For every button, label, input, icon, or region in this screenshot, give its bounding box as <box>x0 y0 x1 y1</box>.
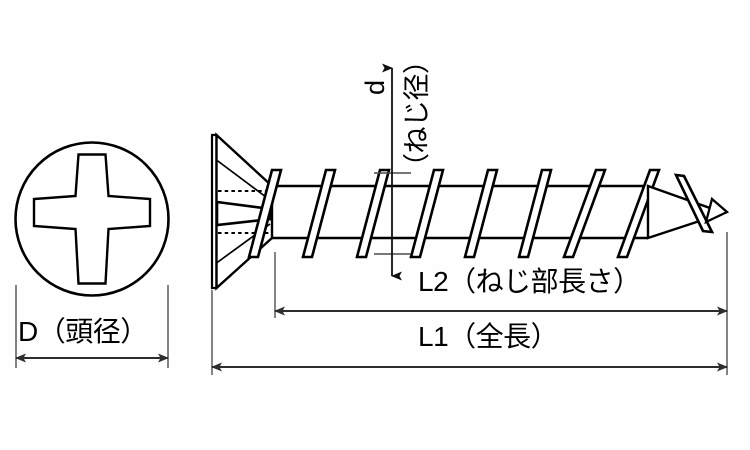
thread-crest <box>247 168 283 259</box>
point-thread-crest <box>673 173 715 234</box>
dimension-label-total-length: L1（全長） <box>418 321 559 352</box>
gimlet-tip <box>704 196 730 225</box>
thread-crest <box>409 168 445 259</box>
dimension-label-thread-length: L2（ねじ部長さ） <box>418 266 641 297</box>
dimension-label-thread-diameter-symbol: d <box>360 79 390 95</box>
dimension-total-length <box>211 290 728 375</box>
recess-slot <box>215 200 273 227</box>
thread-crest <box>517 168 553 259</box>
dimension-head-diameter <box>15 285 169 368</box>
thread-crest <box>463 168 499 259</box>
dimension-label-head-diameter: D（頭径） <box>18 316 148 347</box>
dimension-thread-diameter <box>374 63 411 281</box>
dimension-thread-length <box>274 232 728 375</box>
dimension-label-thread-diameter-name: （ねじ径） <box>402 47 432 181</box>
head-top-view-group <box>14 141 170 297</box>
thread-crest <box>301 168 337 259</box>
thread-crest <box>562 168 607 259</box>
phillips-cross-recess <box>32 153 152 285</box>
screw-point-cone <box>646 184 728 240</box>
thread-crest <box>355 168 391 259</box>
head-taper-line-upper <box>215 159 271 201</box>
thread-crests-group <box>247 168 661 259</box>
